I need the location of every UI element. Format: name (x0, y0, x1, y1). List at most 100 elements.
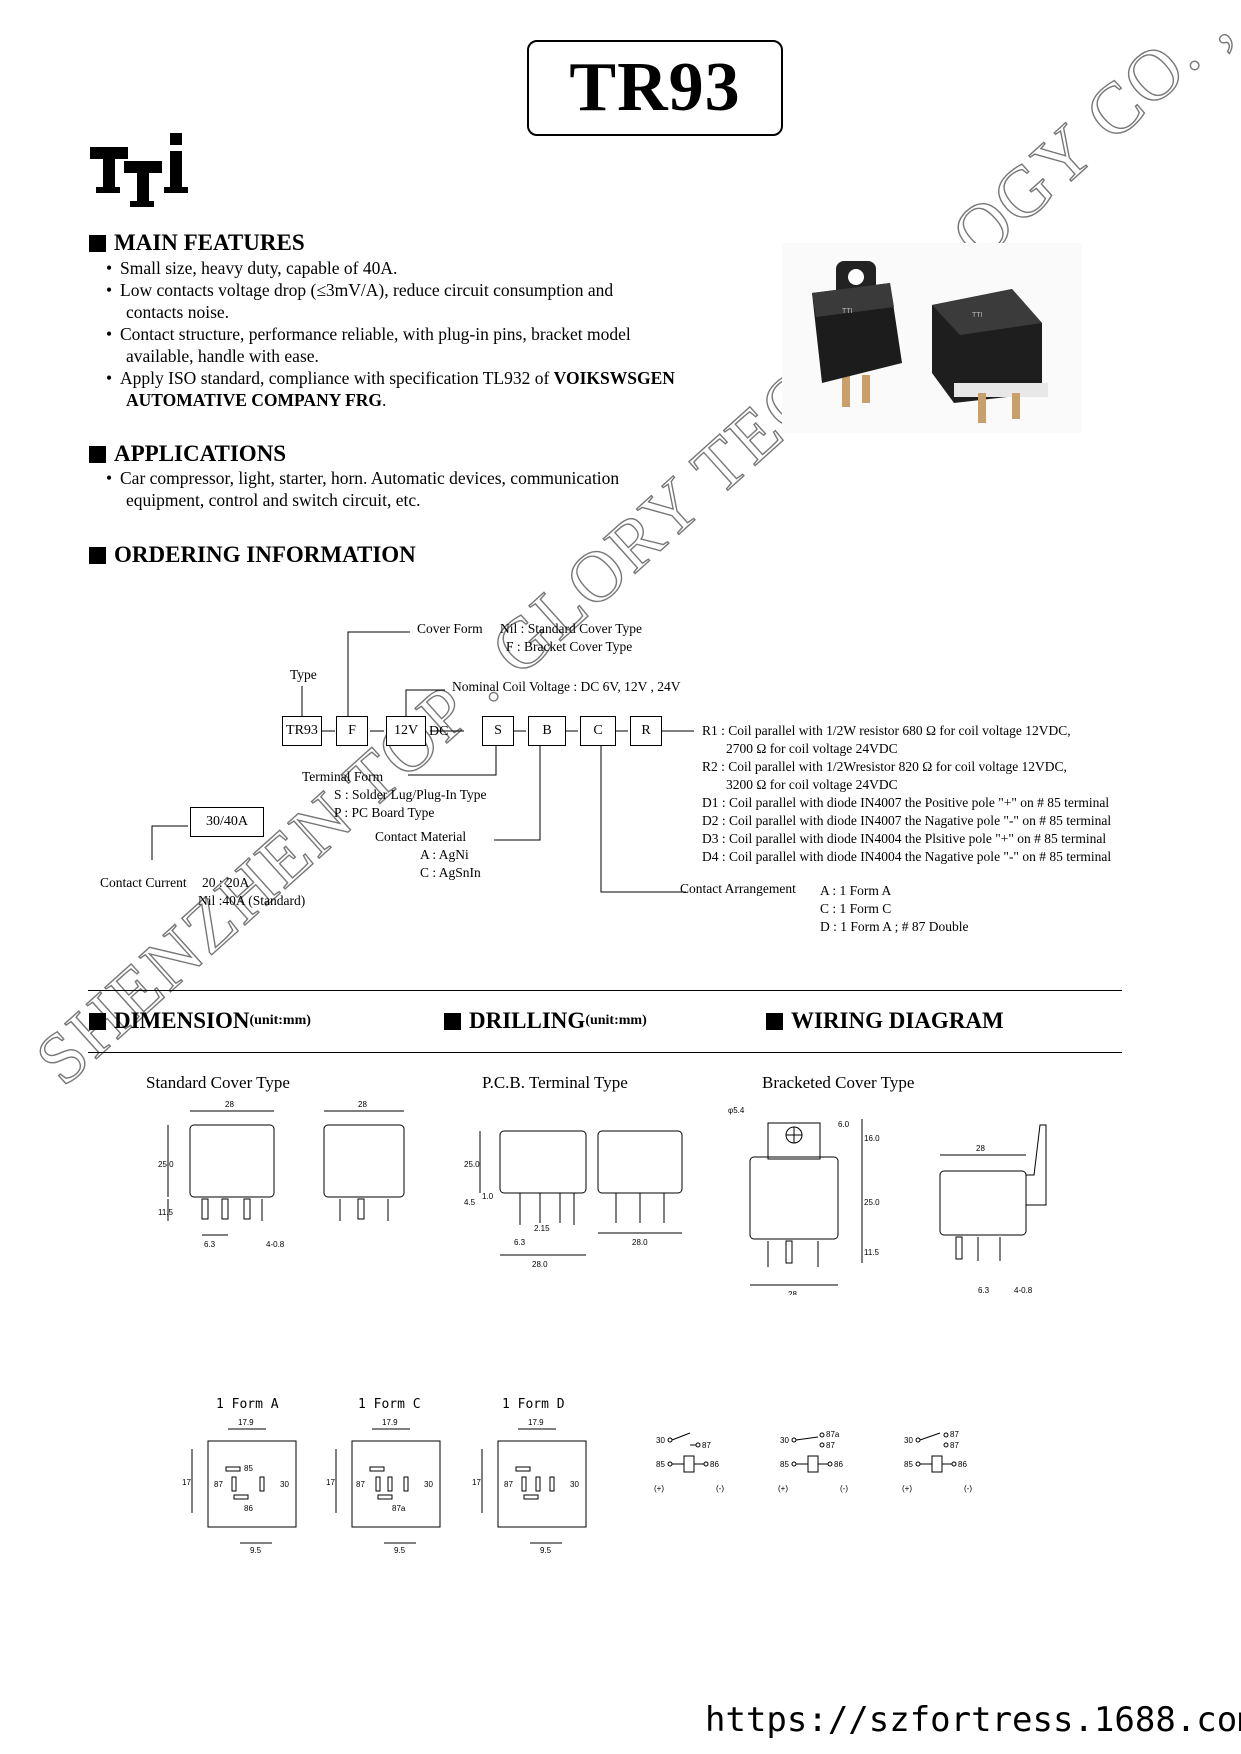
drill-a-width: 17.9 (238, 1418, 254, 1427)
drill-c-terminal-87a: 87a (392, 1504, 406, 1513)
svg-text:86: 86 (958, 1460, 967, 1469)
feature-3-cont: available, handle with ease. (126, 346, 319, 366)
terminal-form-label: Terminal Form (302, 769, 384, 784)
shop-url[interactable]: https://szfortress.1688.com (705, 1700, 1241, 1740)
main-features-heading: MAIN FEATURES (89, 230, 305, 256)
dim-standard-pin-width: 4-0.8 (266, 1240, 285, 1249)
dim-pcb-side-width: 28.0 (632, 1238, 648, 1247)
contact-arrangement-label: Contact Arrangement (680, 881, 796, 896)
svg-text:(-): (-) (716, 1484, 724, 1493)
svg-text:(-): (-) (840, 1484, 848, 1493)
feature-4-cont: AUTOMATIVE COMPANY FRG. (126, 390, 387, 410)
ordering-connectors (151, 631, 694, 893)
box-terminal: S (482, 716, 514, 746)
dim-bracket-width: 28 (788, 1290, 797, 1295)
contact-current-label: Contact Current (100, 875, 187, 890)
box-voltage: 12V (386, 716, 426, 746)
feature-4: •Apply ISO standard, compliance with spe… (106, 368, 675, 388)
svg-text:85: 85 (904, 1460, 913, 1469)
option-d4: D4 : Coil parallel with diode IN4004 the… (702, 849, 1112, 864)
type-label: Type (290, 667, 317, 682)
dim-standard-height: 25.0 (158, 1160, 174, 1169)
drill-a-pitch: 9.5 (250, 1546, 262, 1555)
dim-bracket-tab: 6.0 (838, 1120, 850, 1129)
drilling-heading: DRILLING(unit:mm) (444, 1008, 647, 1034)
terminal-s: S : Solder Lug/Plug-In Type (334, 787, 487, 802)
svg-text:87: 87 (702, 1441, 711, 1450)
svg-text:85: 85 (656, 1460, 665, 1469)
material-c: C : AgSnIn (420, 865, 481, 880)
option-d1: D1 : Coil parallel with diode IN4007 the… (702, 795, 1110, 810)
divider-bottom (88, 1052, 1122, 1053)
dim-pcb-gap: 1.0 (482, 1192, 494, 1201)
box-option: R (630, 716, 662, 746)
option-r2-cont: 3200 Ω for coil voltage 24VDC (726, 777, 898, 792)
box-type: TR93 (282, 716, 322, 746)
arrangement-a: A : 1 Form A (820, 883, 892, 898)
wiring-heading: WIRING DIAGRAM (766, 1008, 1004, 1034)
svg-text:TTI: TTI (972, 312, 983, 319)
dim-standard-pin: 11.5 (158, 1208, 174, 1217)
dim-bracket-pin-width: 4-0.8 (1014, 1286, 1033, 1295)
drill-a-terminal-85: 85 (244, 1464, 253, 1473)
dim-standard-width: 28 (225, 1100, 234, 1109)
feature-3: •Contact structure, performance reliable… (106, 324, 631, 344)
drill-d-terminal-30: 30 (570, 1480, 579, 1489)
contact-material-label: Contact Material (375, 829, 467, 844)
svg-text:86: 86 (834, 1460, 843, 1469)
wiring-form-a: 30 87 85 86 (+) (-) (654, 1432, 724, 1493)
svg-text:85: 85 (780, 1460, 789, 1469)
dim-bracket-hole: φ5.4 (728, 1106, 745, 1115)
box-material: B (528, 716, 566, 746)
option-d3: D3 : Coil parallel with diode IN4004 the… (702, 831, 1107, 846)
dim-pcb-width: 28.0 (532, 1260, 548, 1269)
footprint-form-a: 17.9 17 9.5 30 85 86 87 (182, 1418, 297, 1555)
bracketed-cover-label: Bracketed Cover Type (762, 1073, 915, 1092)
feature-1: •Small size, heavy duty, capable of 40A. (106, 258, 398, 278)
feature-2-cont: contacts noise. (126, 302, 230, 322)
option-r2: R2 : Coil parallel with 1/2Wresistor 820… (702, 759, 1067, 774)
box-arrangement: C (580, 716, 616, 746)
dim-bracket-side-width: 28 (976, 1144, 985, 1153)
dim-pcb-standoff: 4.5 (464, 1198, 476, 1207)
option-d2: D2 : Coil parallel with diode IN4007 the… (702, 813, 1112, 828)
svg-text:(-): (-) (964, 1484, 972, 1493)
cover-nil: Nil : Standard Cover Type (500, 621, 643, 636)
footprint-form-d: 17.9 17 9.5 30 87 (472, 1418, 587, 1555)
form-c-label: 1 Form C (358, 1397, 421, 1412)
cover-form-label: Cover Form (417, 621, 483, 636)
svg-text:(+): (+) (778, 1484, 788, 1493)
page-title: TR93 (527, 40, 783, 136)
relay-product-photo: TTI TTI (782, 243, 1082, 433)
drill-a-terminal-87: 87 (214, 1480, 223, 1489)
dim-standard-pitch: 6.3 (204, 1240, 216, 1249)
dimension-heading: DIMENSION(unit:mm) (89, 1008, 311, 1034)
wiring-form-d: 30 87 87 85 86 (+) (-) (902, 1430, 972, 1493)
wiring-form-c: 30 87a 87 85 86 (+) (-) (778, 1430, 848, 1493)
svg-text:30: 30 (904, 1436, 913, 1445)
drill-a-terminal-30: 30 (280, 1480, 289, 1489)
drill-c-terminal-30: 30 (424, 1480, 433, 1489)
drill-c-height: 17 (326, 1478, 335, 1487)
drill-d-terminal-87: 87 (504, 1480, 513, 1489)
coil-voltage: Nominal Coil Voltage : DC 6V, 12V , 24V (452, 679, 681, 694)
drill-a-height: 17 (182, 1478, 191, 1487)
drill-a-terminal-86: 86 (244, 1504, 253, 1513)
option-r1: R1 : Coil parallel with 1/2W resistor 68… (702, 723, 1071, 738)
dim-bracket-pitch: 6.3 (978, 1286, 990, 1295)
footprint-form-c: 17.9 17 9.5 30 87 87a (326, 1418, 441, 1555)
svg-text:86: 86 (710, 1460, 719, 1469)
applications-text-cont: equipment, control and switch circuit, e… (126, 490, 421, 510)
divider-top (88, 990, 1122, 991)
svg-text:87: 87 (950, 1441, 959, 1450)
dim-pcb-offset: 2.15 (534, 1224, 550, 1233)
box-current: 30/40A (190, 807, 264, 837)
form-d-label: 1 Form D (502, 1397, 565, 1412)
current-20: 20 : 20A (202, 875, 250, 890)
applications-text: •Car compressor, light, starter, horn. A… (106, 468, 620, 488)
dim-bracket-height: 16.0 (864, 1134, 880, 1143)
drilling-diagrams: 17.9 17 9.5 30 85 86 87 17.9 17 9.5 30 8… (182, 1418, 972, 1555)
dim-bracket-pin: 11.5 (864, 1248, 880, 1257)
svg-text:TTI: TTI (842, 308, 853, 315)
dim-pcb-pitch: 6.3 (514, 1238, 526, 1247)
